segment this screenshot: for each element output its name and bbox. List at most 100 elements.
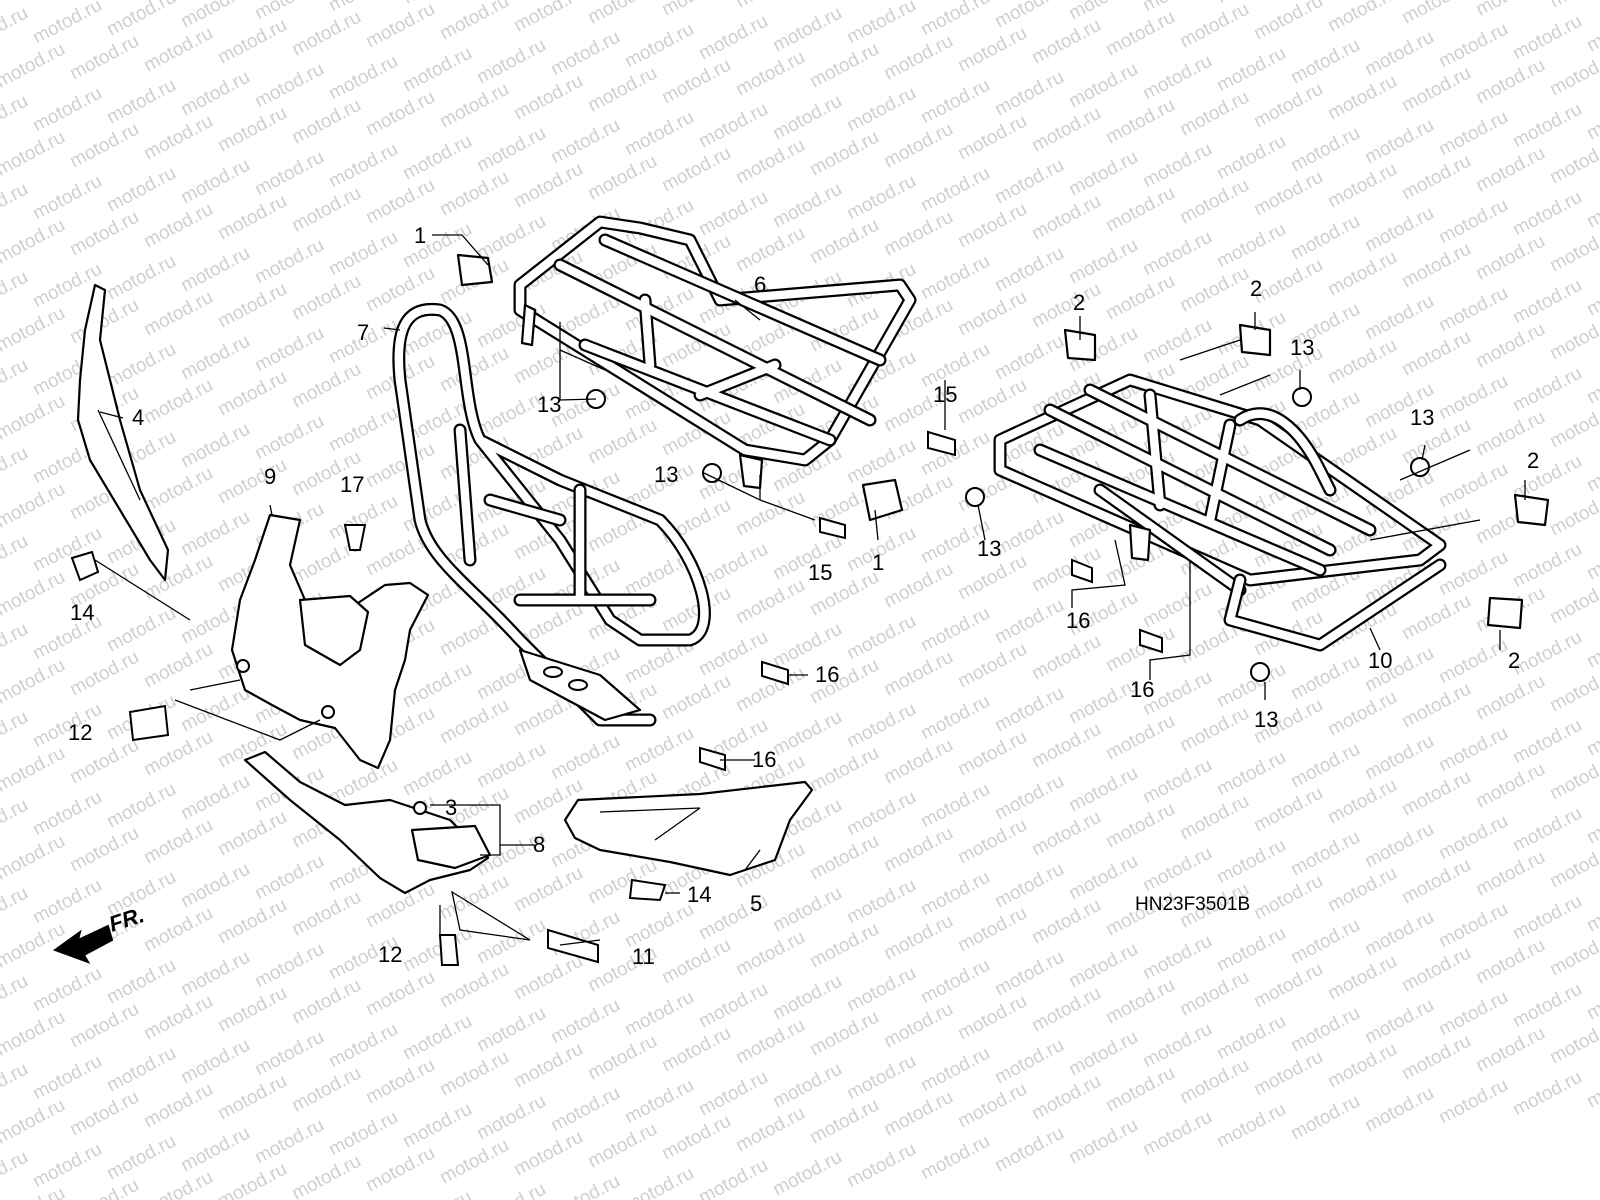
watermark-text: motod.ru bbox=[140, 815, 216, 869]
watermark-text: motod.ru bbox=[1028, 719, 1104, 773]
watermark-text: motod.ru bbox=[695, 979, 771, 1033]
watermark-text: motod.ru bbox=[1361, 291, 1437, 345]
watermark-text: motod.ru bbox=[769, 883, 845, 937]
watermark-text: motod.ru bbox=[954, 639, 1030, 693]
watermark-text: motod.ru bbox=[0, 971, 32, 1025]
callout-1: 1 bbox=[414, 223, 426, 248]
watermark-text: motod.ru bbox=[843, 875, 919, 929]
watermark-text: motod.ru bbox=[1324, 951, 1400, 1005]
watermark-text: motod.ru bbox=[1583, 531, 1600, 585]
watermark-text: motod.ru bbox=[214, 15, 290, 69]
watermark-text: motod.ru bbox=[1472, 143, 1548, 197]
watermark-text: motod.ru bbox=[991, 67, 1067, 121]
watermark-text: motod.ru bbox=[1102, 1063, 1178, 1117]
watermark-text: motod.ru bbox=[251, 1115, 327, 1169]
watermark-text: motod.ru bbox=[362, 0, 438, 52]
watermark-text: motod.ru bbox=[1472, 935, 1548, 989]
watermark-text: motod.ru bbox=[658, 55, 734, 109]
watermark-text: motod.ru bbox=[1398, 151, 1474, 205]
watermark-text: motod.ru bbox=[103, 251, 179, 305]
watermark-text: motod.ru bbox=[1509, 979, 1585, 1033]
watermark-text: motod.ru bbox=[806, 1007, 882, 1061]
watermark-text: motod.ru bbox=[0, 3, 32, 57]
watermark-text: motod.ru bbox=[1287, 827, 1363, 881]
watermark-text: motod.ru bbox=[140, 1167, 216, 1200]
watermark-text: motod.ru bbox=[584, 1031, 660, 1085]
watermark-text: motod.ru bbox=[436, 871, 512, 925]
watermark-text: motod.ru bbox=[103, 0, 179, 40]
watermark-text: motod.ru bbox=[0, 831, 69, 885]
callout-1: 1 bbox=[872, 550, 884, 575]
watermark-text: motod.ru bbox=[1583, 179, 1600, 233]
watermark-text: motod.ru bbox=[1028, 1071, 1104, 1125]
watermark-text: motod.ru bbox=[991, 947, 1067, 1001]
watermark-text: motod.ru bbox=[547, 115, 623, 169]
watermark-text: motod.ru bbox=[1102, 95, 1178, 149]
watermark-text: motod.ru bbox=[288, 1063, 364, 1117]
watermark-text: motod.ru bbox=[177, 419, 253, 473]
watermark-text: motod.ru bbox=[1583, 883, 1600, 937]
watermark-text: motod.ru bbox=[288, 95, 364, 149]
watermark-text: motod.ru bbox=[0, 743, 69, 797]
watermark-text: motod.ru bbox=[917, 163, 993, 217]
watermark-text: motod.ru bbox=[29, 787, 105, 841]
callout-9: 9 bbox=[264, 464, 276, 489]
watermark-text: motod.ru bbox=[103, 1131, 179, 1185]
watermark-text: motod.ru bbox=[843, 171, 919, 225]
watermark-text: motod.ru bbox=[1139, 579, 1215, 633]
watermark-text: motod.ru bbox=[1250, 871, 1326, 925]
watermark-text: motod.ru bbox=[917, 867, 993, 921]
watermark-text: motod.ru bbox=[1435, 723, 1511, 777]
watermark-text: motod.ru bbox=[732, 135, 808, 189]
watermark-text: motod.ru bbox=[880, 823, 956, 877]
watermark-text: motod.ru bbox=[1176, 87, 1252, 141]
watermark-text: motod.ru bbox=[547, 1171, 623, 1200]
callout-15: 15 bbox=[808, 560, 832, 585]
watermark-text: motod.ru bbox=[1324, 0, 1400, 36]
callout-13: 13 bbox=[977, 536, 1001, 561]
watermark-text: motod.ru bbox=[0, 707, 32, 761]
watermark-text: motod.ru bbox=[0, 91, 32, 145]
watermark-text: motod.ru bbox=[1139, 0, 1215, 16]
watermark-text: motod.ru bbox=[1435, 19, 1511, 73]
watermark-text: motod.ru bbox=[0, 531, 32, 585]
watermark-text: motod.ru bbox=[1472, 759, 1548, 813]
callout-5: 5 bbox=[750, 891, 762, 916]
watermark-text: motod.ru bbox=[1324, 335, 1400, 389]
watermark-text: motod.ru bbox=[1176, 1055, 1252, 1109]
watermark-text: motod.ru bbox=[1139, 843, 1215, 897]
watermark-text: motod.ru bbox=[103, 779, 179, 833]
watermark-text: motod.ru bbox=[1213, 747, 1289, 801]
watermark-text: motod.ru bbox=[1398, 943, 1474, 997]
watermark-text: motod.ru bbox=[658, 1111, 734, 1165]
watermark-text: motod.ru bbox=[66, 999, 142, 1053]
watermark-text: motod.ru bbox=[917, 1043, 993, 1097]
watermark-text: motod.ru bbox=[214, 983, 290, 1037]
watermark-text: motod.ru bbox=[510, 1039, 586, 1093]
watermark-text: motod.ru bbox=[1176, 263, 1252, 317]
front-carrier-rack bbox=[513, 215, 917, 490]
watermark-text: motod.ru bbox=[1324, 247, 1400, 301]
watermark-text: motod.ru bbox=[288, 1151, 364, 1200]
watermark-text: motod.ru bbox=[29, 83, 105, 137]
watermark-text: motod.ru bbox=[29, 875, 105, 929]
watermark-text: motod.ru bbox=[1435, 899, 1511, 953]
watermark-text: motod.ru bbox=[251, 235, 327, 289]
watermark-text: motod.ru bbox=[1435, 371, 1511, 425]
watermark-text: motod.ru bbox=[806, 215, 882, 269]
watermark-text: motod.ru bbox=[991, 771, 1067, 825]
watermark-text: motod.ru bbox=[0, 1183, 69, 1200]
rubber-pads bbox=[456, 253, 1550, 630]
watermark-text: motod.ru bbox=[1583, 91, 1600, 145]
callout-3: 3 bbox=[445, 795, 457, 820]
watermark-text: motod.ru bbox=[1250, 1047, 1326, 1101]
watermark-text: motod.ru bbox=[399, 659, 475, 713]
watermark-text: motod.ru bbox=[917, 955, 993, 1009]
callout-16: 16 bbox=[1130, 677, 1154, 702]
watermark-text: motod.ru bbox=[29, 963, 105, 1017]
watermark-text: motod.ru bbox=[1435, 987, 1511, 1041]
callout-12: 12 bbox=[68, 720, 92, 745]
watermark-text: motod.ru bbox=[1287, 35, 1363, 89]
watermark-text: motod.ru bbox=[1509, 803, 1585, 857]
watermark-text: motod.ru bbox=[1287, 1091, 1363, 1145]
